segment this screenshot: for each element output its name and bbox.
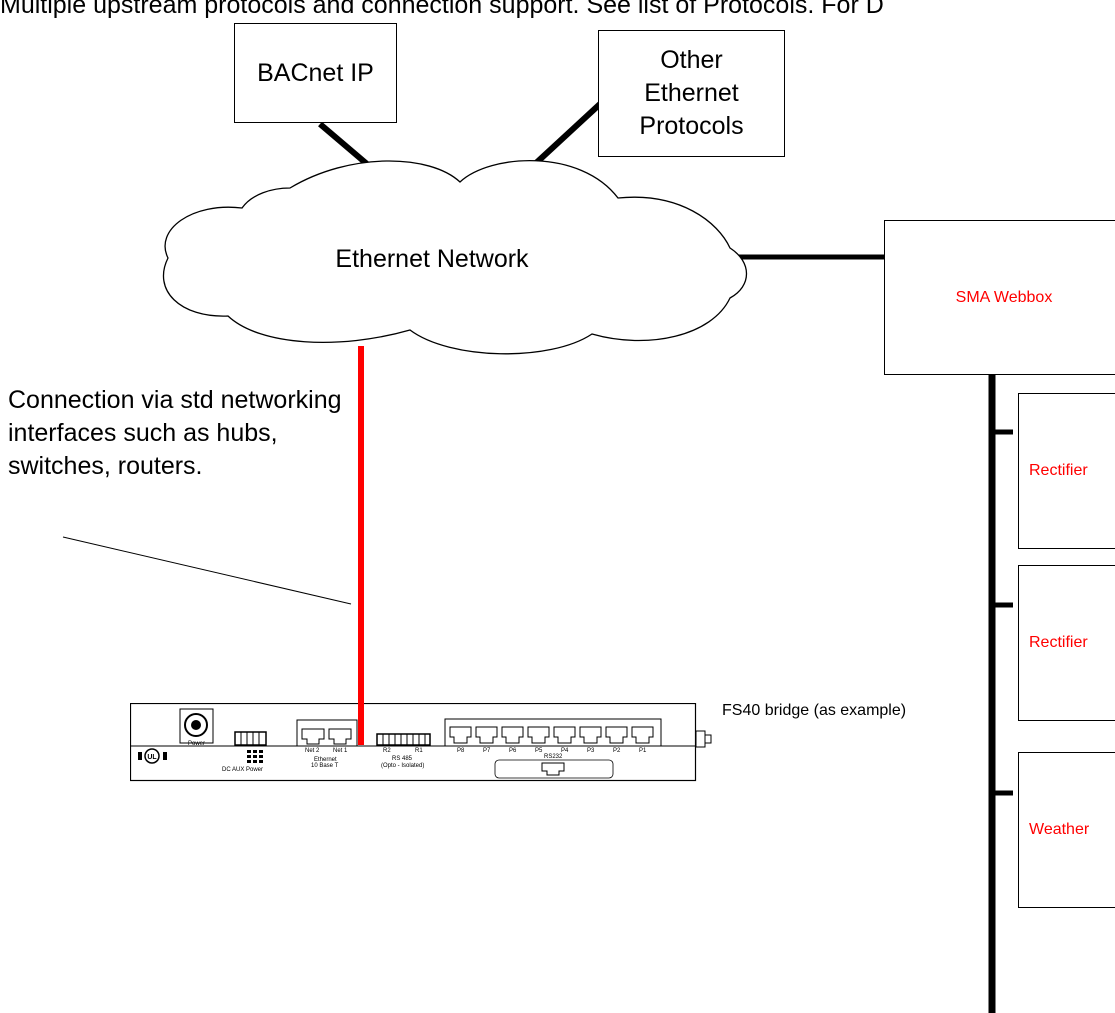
- port-label: P7: [483, 748, 491, 754]
- other-protocols-box: Other Ethernet Protocols: [598, 30, 785, 157]
- rs485-sub-label: (Opto - Isolated): [381, 763, 425, 769]
- device-box-rectifier-2: Rectifier: [1018, 565, 1115, 721]
- cloud-label: Ethernet Network: [335, 245, 529, 273]
- sma-webbox-label: SMA Webbox: [955, 288, 1053, 306]
- callout-pointer: [62, 536, 352, 605]
- device-box-rectifier-1: Rectifier: [1018, 393, 1115, 549]
- port-label: P1: [639, 748, 647, 754]
- sma-webbox-box: SMA Webbox: [884, 220, 1115, 375]
- r1-label: R1: [415, 748, 423, 754]
- port-label: P3: [587, 748, 595, 754]
- other-protocols-link: [532, 101, 603, 167]
- port-label: P5: [535, 748, 543, 754]
- port-label: P6: [509, 748, 517, 754]
- port-label: P8: [457, 748, 465, 754]
- bacnet-ip-label: BACnet IP: [257, 58, 374, 87]
- r2-label: R2: [383, 748, 391, 754]
- other-protocols-label: Other Ethernet Protocols: [639, 46, 744, 140]
- device-label: Weather: [1029, 821, 1090, 838]
- port-label: P2: [613, 748, 621, 754]
- connection-note: Connection via std networking interfaces…: [8, 386, 342, 480]
- ethernet-red-link-end: [358, 700, 364, 745]
- svg-text:UL: UL: [147, 754, 157, 761]
- rs232-label: RS232: [544, 754, 563, 760]
- bacnet-link: [318, 121, 369, 167]
- device-label: Rectifier: [1029, 634, 1088, 651]
- ethernet-label: Ethernet: [314, 757, 337, 763]
- banner-text: Multiple upstream protocols and connecti…: [0, 0, 884, 19]
- dc-aux-power-label: DC AUX Power: [222, 767, 264, 773]
- bridge-outline: UL: [130, 703, 712, 782]
- net1-label: Net 1: [333, 748, 348, 754]
- bacnet-ip-box: BACnet IP: [234, 23, 397, 123]
- net2-label: Net 2: [305, 748, 320, 754]
- power-label: Power: [188, 741, 206, 747]
- port-label: P4: [561, 748, 569, 754]
- device-box-weather: Weather: [1018, 752, 1115, 908]
- fs40-bridge-label: FS40 bridge (as example): [722, 702, 907, 719]
- rs485-label: RS 485: [392, 756, 413, 762]
- ethernet-cloud: Ethernet Network: [162, 160, 747, 355]
- fs40-bridge: UL Power DC AUX Power Net 2 Net 1 Ethern…: [130, 703, 715, 783]
- device-label: Rectifier: [1029, 462, 1088, 479]
- ethernet-sub-label: 10 Base T: [311, 763, 339, 769]
